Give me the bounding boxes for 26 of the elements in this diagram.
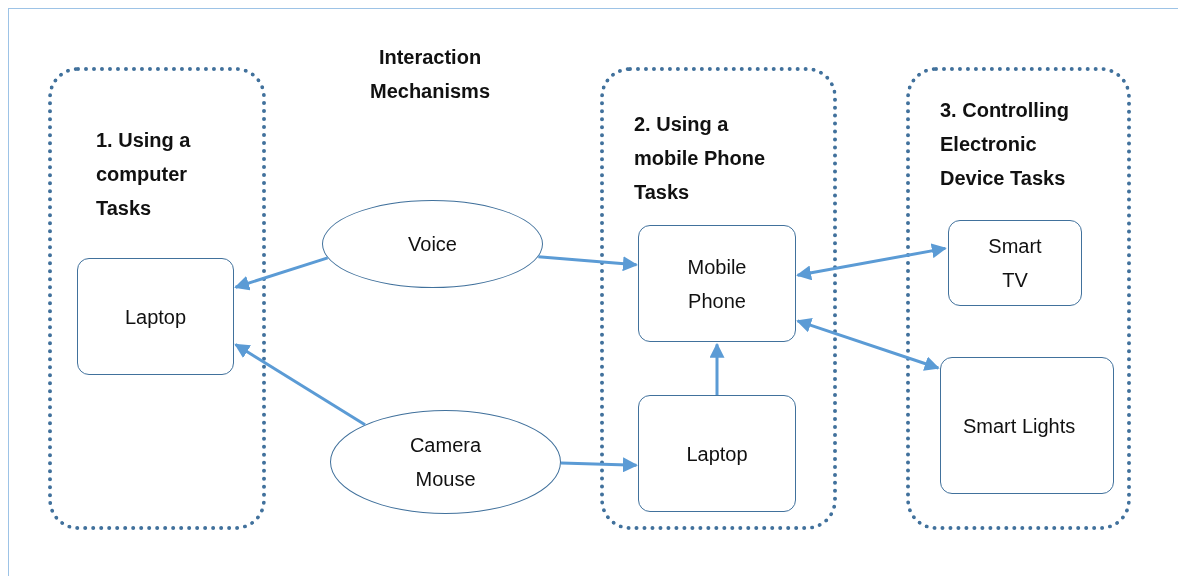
node-text: Laptop [686,441,748,467]
group-heading: 3. Controlling Electronic Device Tasks [940,98,1070,191]
arrow [796,243,947,281]
node-text: Camera Mouse [408,433,483,492]
arrow [796,318,940,371]
arrow [709,342,725,395]
arrow [538,255,638,272]
device-box [77,258,234,375]
arrow [234,256,329,291]
dotted-group-box [48,67,266,530]
device-box [948,220,1082,306]
node-text: Mobile Phone [686,254,748,314]
section-label: Interaction Mechanisms [368,45,492,104]
arrow [560,457,638,473]
node-text: Laptop [124,304,187,330]
arrow [234,343,366,426]
dotted-group-box [906,67,1131,530]
group-heading: 1. Using a computer Tasks [96,128,192,221]
dotted-group-box [600,67,837,530]
node-text: Voice [408,232,457,257]
node-text: Smart Lights [963,413,1077,439]
node-text: Smart TV [987,234,1043,293]
device-box [638,225,796,342]
device-box [638,395,796,512]
group-heading: 2. Using a mobile Phone Tasks [634,112,767,205]
device-box [940,357,1114,494]
